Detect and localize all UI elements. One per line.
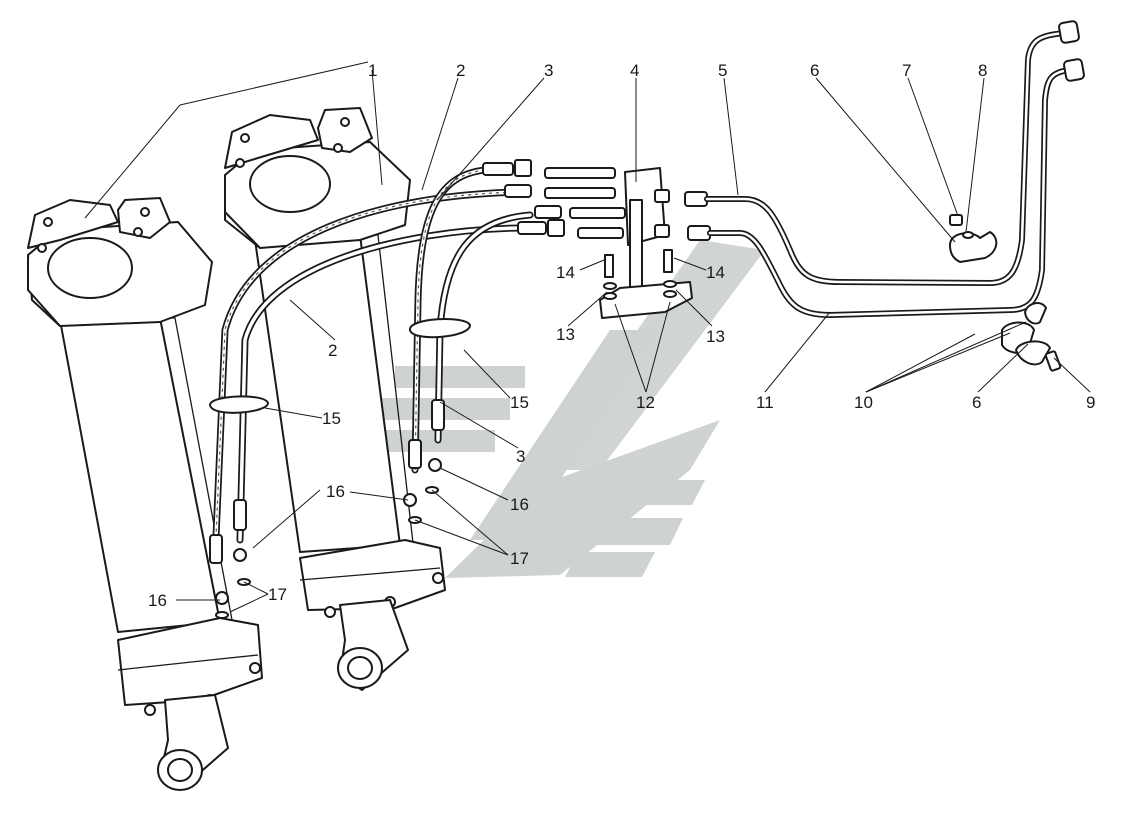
callout-17-left: 17 xyxy=(268,585,287,604)
callout-3-top: 3 xyxy=(544,61,553,80)
callout-6-bottom: 6 xyxy=(972,393,981,412)
callout-14-right: 14 xyxy=(706,263,725,282)
callout-15-left: 15 xyxy=(322,409,341,428)
hose-clamps xyxy=(209,318,471,414)
callout-2-mid: 2 xyxy=(328,341,337,360)
right-lift-cylinder xyxy=(224,107,446,691)
callout-15-right: 15 xyxy=(510,393,529,412)
callout-12: 12 xyxy=(636,393,655,412)
callout-6-top: 6 xyxy=(810,61,819,80)
callout-4: 4 xyxy=(630,61,639,80)
callout-1: 1 xyxy=(368,61,377,80)
callout-13-left: 13 xyxy=(556,325,575,344)
callout-8: 8 xyxy=(978,61,987,80)
distribution-block xyxy=(544,167,693,319)
callout-3-mid: 3 xyxy=(516,447,525,466)
callout-2-top: 2 xyxy=(456,61,465,80)
callout-16-left: 16 xyxy=(148,591,167,610)
left-lift-cylinder xyxy=(27,197,263,791)
callout-7: 7 xyxy=(902,61,911,80)
steel-pipelines xyxy=(684,20,1085,318)
callout-16-right: 16 xyxy=(510,495,529,514)
callout-13-right: 13 xyxy=(706,327,725,346)
callout-9: 9 xyxy=(1086,393,1095,412)
callout-14-left: 14 xyxy=(556,263,575,282)
callout-labels: 1 2 2 3 3 4 5 6 6 7 8 9 10 11 12 13 13 1… xyxy=(148,61,1095,610)
hose-fittings xyxy=(209,159,565,619)
callout-10: 10 xyxy=(854,393,873,412)
hydraulic-hoses xyxy=(211,166,534,564)
callout-5: 5 xyxy=(718,61,727,80)
callout-17-right: 17 xyxy=(510,549,529,568)
watermark-logo xyxy=(365,240,765,578)
callout-16-mid: 16 xyxy=(326,482,345,501)
callout-11: 11 xyxy=(756,393,774,412)
leader-lines xyxy=(84,61,1091,613)
